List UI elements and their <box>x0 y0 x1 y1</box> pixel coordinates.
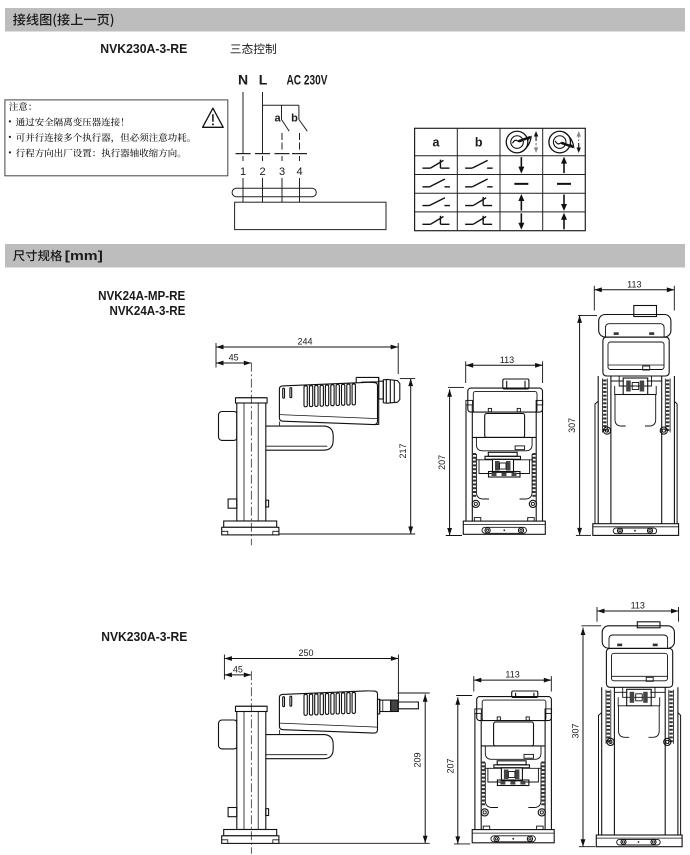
svg-text:3: 3 <box>279 166 285 178</box>
svg-text:307: 307 <box>571 723 581 738</box>
svg-text:[mm]: [mm] <box>65 248 103 263</box>
svg-text:217: 217 <box>398 443 408 458</box>
svg-text:207: 207 <box>445 758 455 773</box>
svg-text:207: 207 <box>437 455 447 470</box>
svg-text:b: b <box>291 113 298 125</box>
svg-text:250: 250 <box>298 648 313 658</box>
svg-text:307: 307 <box>567 418 577 433</box>
svg-text:a: a <box>432 136 440 150</box>
svg-text:45: 45 <box>233 664 243 674</box>
svg-text:b: b <box>475 136 483 150</box>
svg-text:113: 113 <box>505 670 519 680</box>
svg-text:NVK24A-MP-RE: NVK24A-MP-RE <box>98 288 185 303</box>
svg-text:45: 45 <box>229 353 239 363</box>
svg-text:209: 209 <box>413 752 423 767</box>
svg-text:NVK230A-3-RE: NVK230A-3-RE <box>101 629 187 644</box>
svg-text:2: 2 <box>259 166 265 178</box>
svg-text:a: a <box>274 113 281 125</box>
svg-text:NVK24A-3-RE: NVK24A-3-RE <box>110 303 186 318</box>
svg-text:L: L <box>259 72 268 88</box>
svg-text:1: 1 <box>240 166 246 178</box>
svg-text:NVK230A-3-RE: NVK230A-3-RE <box>100 41 187 56</box>
svg-text:113: 113 <box>500 355 514 365</box>
svg-text:244: 244 <box>297 337 312 347</box>
svg-text:N: N <box>238 72 248 88</box>
svg-text:4: 4 <box>296 166 302 178</box>
svg-text:113: 113 <box>631 601 645 611</box>
svg-text:AC 230V: AC 230V <box>287 72 328 88</box>
svg-text:113: 113 <box>627 279 641 289</box>
